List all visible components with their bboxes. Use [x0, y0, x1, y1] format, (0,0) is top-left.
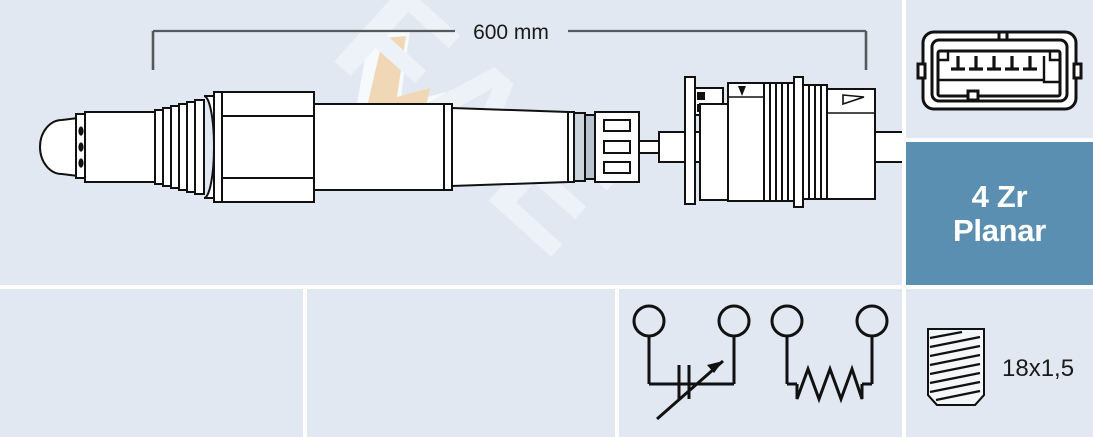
connector-cavity — [936, 49, 1062, 98]
dimension-line-600mm: 600 mm — [151, 21, 868, 70]
wiring-schematic-svg — [632, 304, 889, 421]
heater-element-symbol — [770, 304, 889, 404]
dimension-label: 600 mm — [473, 21, 549, 44]
thread-spec-svg: 18x1,5 — [927, 328, 1074, 406]
connector-pin — [987, 56, 1001, 71]
hex-nut — [213, 91, 315, 203]
connector-icon-panel — [906, 0, 1093, 138]
threaded-bolt-icon — [927, 328, 985, 406]
terminal-node — [770, 304, 804, 338]
badge-line-1: 4 Zr — [971, 179, 1028, 215]
connector-plug-icon — [916, 30, 1083, 111]
connector-block-a — [699, 103, 731, 201]
connector-end-cap — [826, 88, 876, 200]
sensor-assembly — [39, 91, 660, 203]
badge-line-2: Planar — [953, 212, 1046, 248]
connector-pins — [951, 56, 1037, 71]
connector-block-b — [727, 82, 765, 202]
terminal-node — [855, 304, 889, 338]
sensor-thread-ribs — [154, 99, 205, 195]
main-diagram-panel: FAE 600 mm — [0, 0, 902, 285]
sensor-tip — [39, 113, 86, 179]
thread-size-label: 18x1,5 — [1002, 355, 1074, 382]
connector-body-svg — [684, 76, 876, 208]
sensor-shield-sleeve — [84, 111, 156, 183]
circuit-schematic-panel — [619, 289, 902, 437]
connector-pin — [1023, 56, 1037, 71]
connector-ribs-a — [763, 82, 795, 202]
terminal-node — [717, 304, 751, 338]
connector-pin — [969, 56, 983, 71]
connector-pin — [1005, 56, 1019, 71]
thread-size-panel: 18x1,5 — [906, 289, 1093, 437]
thread-hatching — [929, 330, 981, 402]
sensor-housing — [313, 103, 575, 191]
sensor-type-badge-panel: 4 Zr Planar — [906, 142, 1093, 285]
connector-mid-plate — [793, 76, 804, 208]
connector-pin — [951, 56, 965, 71]
terminal-node — [632, 304, 666, 338]
empty-panel-middle — [307, 289, 615, 437]
sensing-element-symbol — [632, 304, 751, 421]
empty-panel-left — [0, 289, 303, 437]
connector-flange — [684, 76, 696, 205]
sensor-type-badge: 4 Zr Planar — [906, 142, 1093, 285]
connector-keying — [938, 51, 1060, 84]
cable-grommet — [573, 111, 660, 183]
connector-ribs-b — [802, 84, 828, 200]
